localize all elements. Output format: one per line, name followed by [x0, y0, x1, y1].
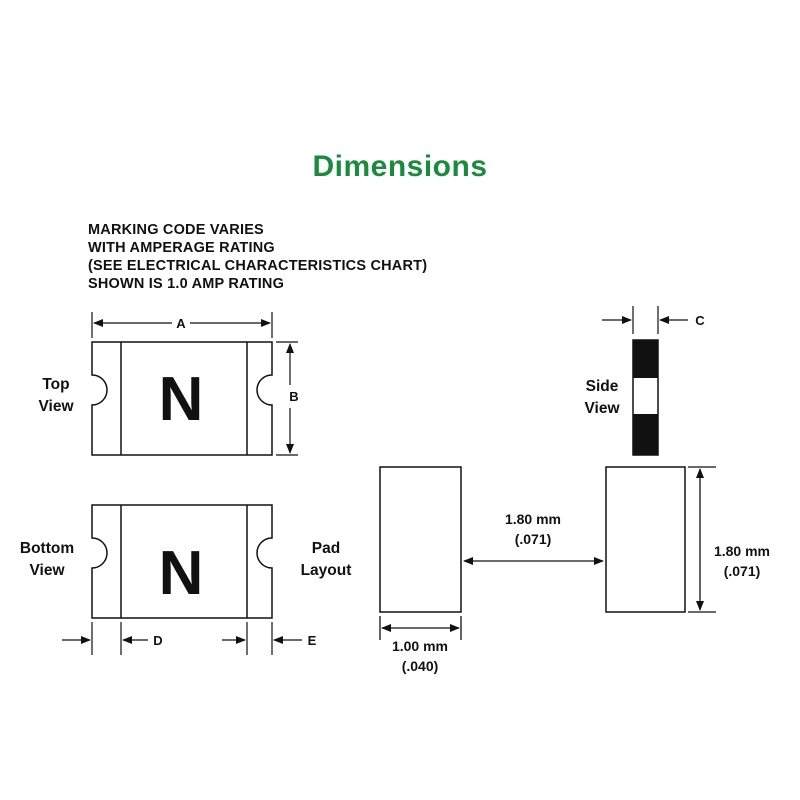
pad-height-text: 1.80 mm (.071) [702, 541, 782, 581]
dimension-c [602, 306, 688, 334]
page-title: Dimensions [312, 150, 488, 183]
note-line: WITH AMPERAGE RATING [88, 240, 275, 256]
side-view-label-line: View [584, 400, 620, 417]
top-view-marking: N [159, 365, 204, 434]
note-line: MARKING CODE VARIES [88, 222, 264, 238]
dimension-b [276, 341, 298, 456]
dimension-e-label: E [308, 633, 317, 648]
top-view-label-line: View [38, 398, 74, 415]
pad-gap-text: 1.80 mm (.071) [493, 509, 573, 549]
side-view-package [632, 339, 659, 456]
top-view-package [91, 341, 273, 456]
dimension-b-label: B [289, 389, 298, 404]
pad-height-mm: 1.80 mm [713, 543, 771, 559]
pad-gap-inch: (.071) [514, 531, 552, 547]
bottom-view-label-line: Bottom [19, 540, 75, 557]
dimension-e [222, 622, 302, 655]
bottom-view-marking: N [159, 539, 204, 608]
pad-width-dimension [379, 616, 462, 640]
dimension-d-label: D [153, 633, 162, 648]
dimension-a-label: A [176, 316, 186, 331]
note-line: (SEE ELECTRICAL CHARACTERISTICS CHART) [88, 258, 428, 274]
bottom-view-label: Bottom View [14, 538, 80, 582]
pad-layout-label-line: Pad [311, 540, 341, 557]
note-line: SHOWN IS 1.0 AMP RATING [88, 276, 285, 292]
pad-layout [379, 466, 686, 613]
dimension-c-label: C [695, 313, 705, 328]
bottom-view-label-line: View [29, 562, 65, 579]
pad-layout-label-line: Layout [300, 562, 352, 579]
dimension-d [62, 622, 148, 655]
pad-width-text: 1.00 mm (.040) [380, 636, 460, 676]
pad-gap-mm: 1.80 mm [504, 511, 562, 527]
side-view-label: Side View [575, 376, 629, 420]
side-view-label-line: Side [585, 378, 619, 395]
pad-width-inch: (.040) [401, 658, 439, 674]
top-view-label-line: Top [42, 376, 70, 393]
bottom-view-package [91, 504, 273, 619]
pad-height-dimension [688, 466, 716, 613]
pad-width-mm: 1.00 mm [391, 638, 449, 654]
marking-note: MARKING CODE VARIES WITH AMPERAGE RATING… [88, 221, 427, 293]
pad-layout-label: Pad Layout [293, 538, 359, 582]
pad-height-inch: (.071) [723, 563, 761, 579]
top-view-label: Top View [26, 374, 86, 418]
dimension-a [91, 312, 273, 338]
